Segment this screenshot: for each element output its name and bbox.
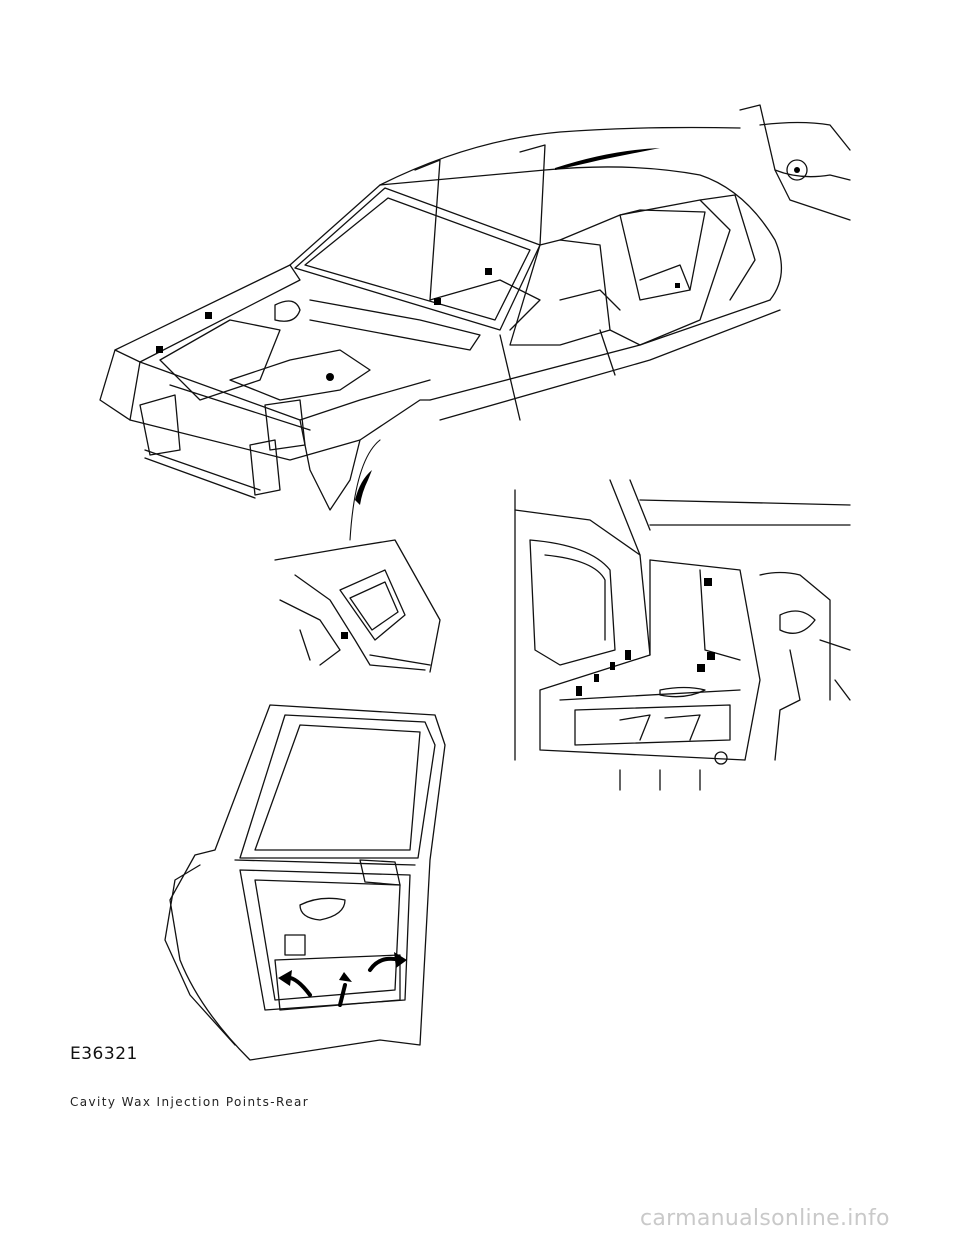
injection-point-marker	[156, 346, 163, 353]
arrowhead-up-icon	[339, 972, 352, 982]
callout-arrow-accent	[355, 470, 372, 505]
injection-point-marker	[326, 373, 334, 381]
figure-reference-code: E36321	[70, 1044, 138, 1064]
callout-accents	[355, 148, 660, 505]
injection-point-marker	[594, 674, 599, 682]
injection-point-marker	[707, 652, 715, 660]
arrow-up-icon	[338, 983, 347, 1007]
injection-point-marker	[576, 686, 582, 696]
figure-caption: Cavity Wax Injection Points-Rear	[70, 1095, 310, 1109]
injection-point-marker	[610, 662, 615, 670]
injection-point-marker	[675, 283, 680, 288]
engine-bay-detail-view	[274, 539, 441, 673]
site-watermark: carmanualsonline.info	[640, 1206, 890, 1231]
injection-point-marker	[341, 632, 348, 639]
injection-point-marker	[704, 578, 712, 586]
injection-point-marker	[697, 664, 705, 672]
arrowhead-right-icon	[394, 952, 407, 968]
injection-point-marker	[485, 268, 492, 275]
body-shell-view	[99, 104, 851, 541]
arrowhead-left-icon	[278, 970, 292, 986]
roof-rail-accent	[555, 148, 660, 170]
injection-point-marker	[625, 650, 631, 660]
injection-point-markers	[156, 167, 800, 696]
injection-point-marker	[434, 298, 441, 305]
injection-point-marker	[205, 312, 212, 319]
injection-point-marker	[794, 167, 800, 173]
rear-door-view	[164, 704, 446, 1061]
rear-floor-detail-view	[514, 479, 851, 791]
